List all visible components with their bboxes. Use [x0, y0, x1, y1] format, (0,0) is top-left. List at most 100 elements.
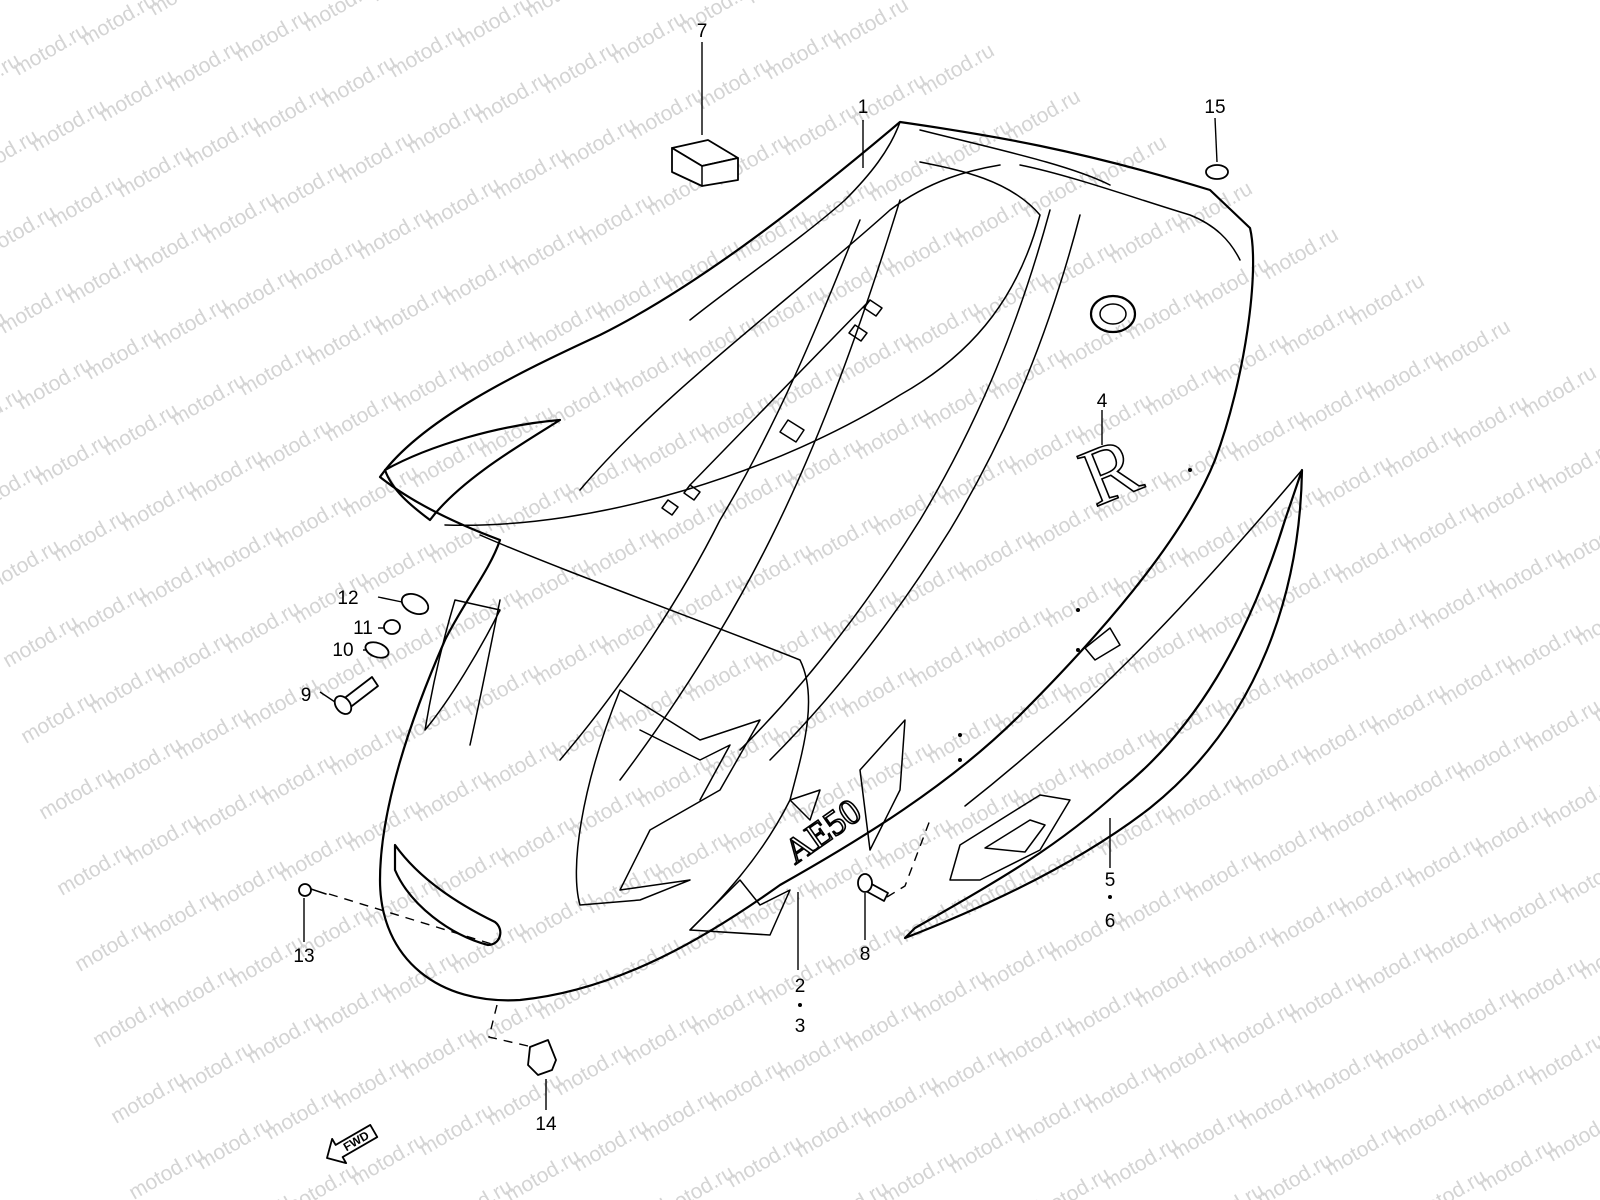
watermark-text: motod.ru: [565, 781, 648, 842]
watermark-text: motod.ru: [181, 111, 264, 172]
watermark-text: motod.ru: [379, 947, 462, 1008]
watermark-text: motod.ru: [1321, 1119, 1404, 1180]
watermark-text: motod.ru: [1249, 815, 1332, 876]
watermark-text: motod.ru: [27, 95, 110, 156]
watermark-text: motod.ru: [1277, 299, 1360, 360]
watermark-text: motod.ru: [1087, 131, 1170, 192]
watermark-text: motod.ru: [0, 0, 6, 34]
watermark-text: motod.ru: [679, 311, 762, 372]
watermark-text: motod.ru: [0, 611, 82, 672]
watermark-text: motod.ru: [1475, 1135, 1558, 1196]
watermark-text: motod.ru: [125, 1143, 208, 1200]
watermark-text: motod.ru: [103, 733, 186, 794]
watermark-text: motod.ru: [675, 0, 758, 38]
watermark-text: motod.ru: [715, 463, 798, 524]
watermark-text: motod.ru: [135, 551, 218, 612]
watermark-text: motod.ru: [547, 705, 630, 766]
watermark-text: motod.ru: [317, 51, 400, 112]
watermark-text: motod.ru: [995, 1011, 1078, 1072]
watermark-text: motod.ru: [923, 707, 1006, 768]
watermark-text: motod.ru: [31, 429, 114, 490]
watermark-text: motod.ru: [329, 1053, 412, 1114]
watermark-text: motod.ru: [285, 233, 368, 294]
watermark-text: motod.ru: [1457, 1059, 1540, 1120]
watermark-text: motod.ru: [153, 627, 236, 688]
watermark-text: motod.ru: [1045, 905, 1128, 966]
watermark-text: motod.ru: [769, 691, 852, 752]
watermark-text: motod.ru: [1317, 785, 1400, 846]
watermark-text: motod.ru: [175, 1037, 258, 1098]
watermark-text: motod.ru: [973, 601, 1056, 662]
watermark-text: motod.ru: [1295, 375, 1378, 436]
watermark-text: motod.ru: [203, 521, 286, 582]
watermark-text: motod.ru: [71, 915, 154, 976]
watermark-text: motod.ru: [453, 0, 536, 52]
watermark-text: motod.ru: [1081, 1057, 1164, 1118]
watermark-text: motod.ru: [149, 293, 232, 354]
watermark-text: motod.ru: [773, 1025, 856, 1086]
watermark-text: motod.ru: [927, 1041, 1010, 1102]
watermark-text: motod.ru: [575, 189, 658, 250]
watermark-text: motod.ru: [1095, 799, 1178, 860]
watermark-text: motod.ru: [1199, 921, 1282, 982]
watermark-text: motod.ru: [443, 583, 526, 644]
watermark-text: motod.ru: [1561, 1181, 1600, 1200]
watermark-text: motod.ru: [421, 173, 504, 234]
watermark-text: motod.ru: [791, 1101, 874, 1162]
watermark-text: motod.ru: [859, 1071, 942, 1132]
watermark-text: motod.ru: [891, 889, 974, 950]
watermark-text: motod.ru: [557, 113, 640, 174]
watermark-text: motod.ru: [569, 1115, 652, 1176]
watermark-text: motod.ru: [977, 935, 1060, 996]
watermark-text: motod.ru: [1009, 753, 1092, 814]
watermark-text: motod.ru: [1489, 877, 1572, 938]
watermark-text: motod.ru: [1191, 253, 1274, 314]
callout-7: 7: [697, 21, 708, 42]
watermark-text: motod.ru: [303, 309, 386, 370]
watermark-text: motod.ru: [869, 479, 952, 540]
watermark-text: motod.ru: [955, 525, 1038, 586]
watermark-text: motod.ru: [249, 81, 332, 142]
watermark-text: motod.ru: [53, 839, 136, 900]
watermark-text: motod.ru: [0, 277, 78, 338]
watermark-text: motod.ru: [217, 263, 300, 324]
watermark-text: motod.ru: [837, 661, 920, 722]
watermark-text: motod.ru: [515, 887, 598, 948]
watermark-text: motod.ru: [1113, 875, 1196, 936]
watermark-text: motod.ru: [901, 297, 984, 358]
callout-11: 11: [353, 618, 373, 639]
watermark-text: motod.ru: [1141, 359, 1224, 420]
watermark-text: motod.ru: [35, 763, 118, 824]
watermark-text: motod.ru: [687, 979, 770, 1040]
watermark-text: motod.ru: [1507, 953, 1590, 1014]
watermark-text: motod.ru: [1213, 663, 1296, 724]
watermark-text: motod.ru: [1109, 541, 1192, 602]
watermark-text: motod.ru: [1363, 345, 1446, 406]
watermark-text: motod.ru: [121, 809, 204, 870]
watermark-text: motod.ru: [253, 415, 336, 476]
watermark-text: motod.ru: [883, 221, 966, 282]
callout-6: 6: [1105, 911, 1116, 932]
watermark-text: motod.ru: [1435, 649, 1518, 710]
watermark-text: motod.ru: [1245, 481, 1328, 542]
callout-12: 12: [337, 588, 358, 609]
watermark-text: motod.ru: [211, 1189, 294, 1200]
watermark-text: motod.ru: [855, 737, 938, 798]
watermark-text: motod.ru: [841, 995, 924, 1056]
watermark-text: motod.ru: [1145, 693, 1228, 754]
watermark-text: motod.ru: [471, 67, 554, 128]
watermark-text: motod.ru: [267, 157, 350, 218]
watermark-text: motod.ru: [353, 203, 436, 264]
watermark-text: motod.ru: [1019, 161, 1102, 222]
watermark-text: motod.ru: [1159, 435, 1242, 496]
watermark-text: motod.ru: [1231, 739, 1314, 800]
watermark-text: motod.ru: [1349, 603, 1432, 664]
watermark-text: motod.ru: [665, 569, 748, 630]
watermark-text: motod.ru: [403, 97, 486, 158]
watermark-text: motod.ru: [0, 0, 74, 4]
watermark-text: motod.ru: [397, 1023, 480, 1084]
callout-9: 9: [301, 685, 312, 706]
watermark-text: motod.ru: [1127, 617, 1210, 678]
watermark-text: motod.ru: [157, 961, 240, 1022]
